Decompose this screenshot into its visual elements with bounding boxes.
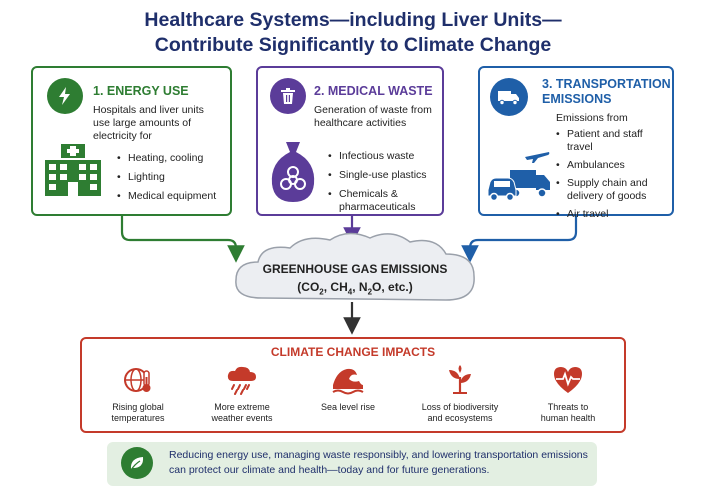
biohazard-bag-icon	[266, 140, 320, 209]
footer-line-1: Reducing energy use, managing waste resp…	[169, 449, 588, 461]
impacts-title: CLIMATE CHANGE IMPACTS	[270, 345, 436, 359]
emissions-label: GREENHOUSE GAS EMISSIONS (CO2, CH4, N2O,…	[240, 262, 470, 296]
list-item: Infectious waste	[328, 150, 440, 163]
footer-text: Reducing energy use, managing waste resp…	[169, 448, 589, 478]
medical-waste-card: 2. MEDICAL WASTE Generation of waste fro…	[256, 66, 444, 216]
title-line-2: Contribute Significantly to Climate Chan…	[154, 34, 552, 56]
airplane-icon	[524, 148, 550, 169]
trash-icon	[270, 78, 306, 114]
impact-item: Sea level rise	[298, 365, 398, 413]
energy-use-card: 1. ENERGY USE Hospitals and liver units …	[31, 66, 232, 216]
list-item: Lighting	[117, 171, 229, 184]
transport-description: Emissions from	[556, 112, 628, 124]
emissions-cloud	[235, 232, 475, 301]
truck-icon	[490, 78, 528, 116]
plant-icon	[449, 365, 471, 394]
waste-description: Generation of waste from healthcare acti…	[314, 104, 432, 129]
waste-list: Infectious waste Single-use plastics Che…	[328, 150, 440, 220]
waste-heading: 2. MEDICAL WASTE	[314, 84, 433, 98]
wave-icon	[332, 368, 364, 395]
list-item: Supply chain and delivery of goods	[556, 177, 670, 203]
transport-heading: 3. TRANSPORTATION EMISSIONS	[542, 77, 671, 107]
page-title: Healthcare Systems—including Liver Units…	[0, 8, 706, 58]
storm-cloud-icon	[227, 366, 256, 395]
emissions-gases: (CO2, CH4, N2O, etc.)	[297, 280, 413, 297]
list-item: Medical equipment	[117, 190, 229, 203]
list-item: Chemicals & pharmaceuticals	[328, 188, 440, 214]
transport-arrow	[461, 216, 578, 263]
leaf-icon	[121, 447, 153, 479]
heart-pulse-icon	[554, 367, 582, 393]
transport-heading-line-1: 3. TRANSPORTATION	[542, 77, 671, 91]
footer-line-2: can protect our climate and health—today…	[169, 464, 490, 476]
car-icon	[486, 166, 552, 207]
list-item: Ambulances	[556, 159, 670, 172]
energy-heading: 1. ENERGY USE	[93, 84, 189, 98]
footer-message: Reducing energy use, managing waste resp…	[107, 442, 597, 486]
energy-arrow	[120, 216, 245, 263]
energy-description: Hospitals and liver units use large amou…	[93, 104, 204, 142]
energy-list: Heating, cooling Lighting Medical equipm…	[117, 152, 229, 209]
transportation-card: 3. TRANSPORTATION EMISSIONS Emissions fr…	[478, 66, 674, 221]
lightning-icon	[47, 78, 83, 114]
impact-label: Sea level rise	[320, 402, 376, 412]
globe-thermometer-icon	[124, 368, 151, 392]
hospital-icon	[43, 142, 103, 203]
list-item: Patient and staff travel	[556, 128, 670, 154]
list-item: Air travel	[556, 208, 670, 221]
transport-list: Patient and staff travel Ambulances Supp…	[556, 128, 670, 226]
transport-heading-line-2: EMISSIONS	[542, 92, 612, 106]
emissions-title: GREENHOUSE GAS EMISSIONS	[262, 262, 448, 276]
list-item: Heating, cooling	[117, 152, 229, 165]
title-line-1: Healthcare Systems—including Liver Units…	[144, 9, 562, 31]
list-item: Single-use plastics	[328, 169, 440, 182]
